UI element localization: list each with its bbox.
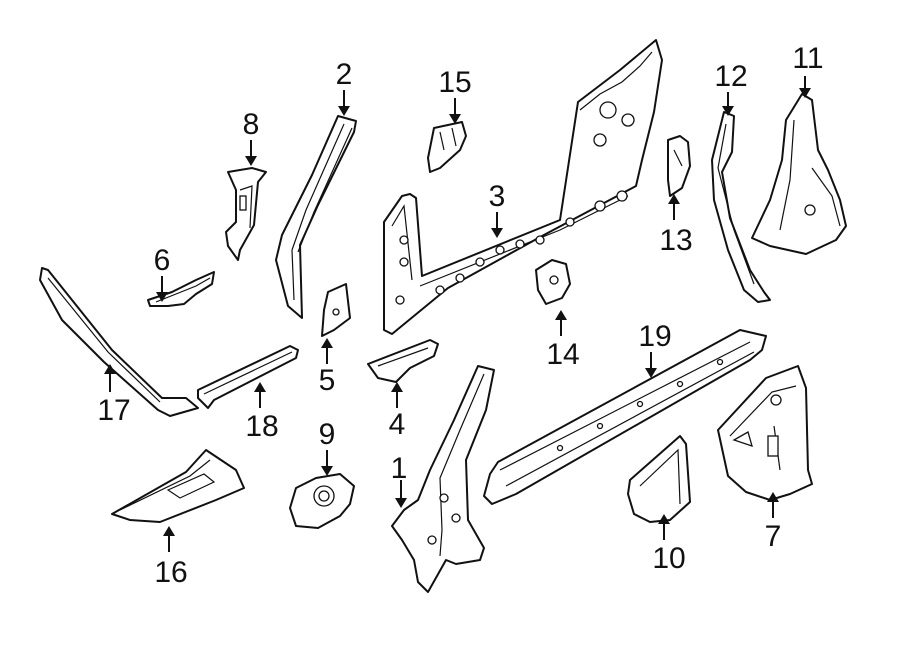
callout-labels: 1 2 3 4 5 6 7 8 9 10 11 12 13 14 15 16 1… [97, 42, 823, 589]
part-6-bracket [147, 271, 215, 307]
part-7-quarter-outer [717, 365, 813, 501]
part-9-bracket [289, 473, 355, 529]
callout-13: 13 [659, 224, 692, 257]
callout-2: 2 [336, 58, 353, 91]
part-18-rail [197, 345, 299, 409]
callout-10: 10 [652, 542, 685, 575]
part-3-body-side-inner [383, 39, 663, 335]
part-13-bracket [667, 135, 691, 197]
callout-12: 12 [714, 60, 747, 93]
callout-16: 16 [154, 556, 187, 589]
callout-14: 14 [546, 338, 579, 371]
callout-1: 1 [391, 452, 408, 485]
part-16-floor-plate [111, 449, 245, 523]
callout-4: 4 [389, 408, 406, 441]
callout-17: 17 [97, 394, 130, 427]
callout-9: 9 [319, 418, 336, 451]
part-15-gusset [427, 121, 467, 173]
part-8-bracket [225, 167, 267, 261]
part-17-roof-rail [39, 267, 199, 417]
callout-15: 15 [438, 66, 471, 99]
part-11-quarter-inner [751, 93, 847, 255]
part-10-bracket [627, 435, 691, 523]
leader-lines [104, 76, 811, 552]
callout-18: 18 [245, 410, 278, 443]
part-2-a-pillar-upper [275, 115, 357, 319]
callout-11: 11 [792, 42, 823, 75]
callout-6: 6 [154, 244, 171, 277]
part-12-c-pillar-strip [711, 111, 771, 303]
part-19-rocker [483, 329, 767, 505]
callout-19: 19 [638, 320, 671, 353]
part-1-b-pillar [391, 365, 495, 593]
callout-3: 3 [489, 180, 506, 213]
callout-8: 8 [243, 108, 260, 141]
callout-7: 7 [765, 520, 782, 553]
callout-5: 5 [319, 364, 336, 397]
part-4-bracket [367, 339, 439, 383]
part-5-plate [321, 283, 351, 337]
part-14-bracket [535, 259, 571, 305]
